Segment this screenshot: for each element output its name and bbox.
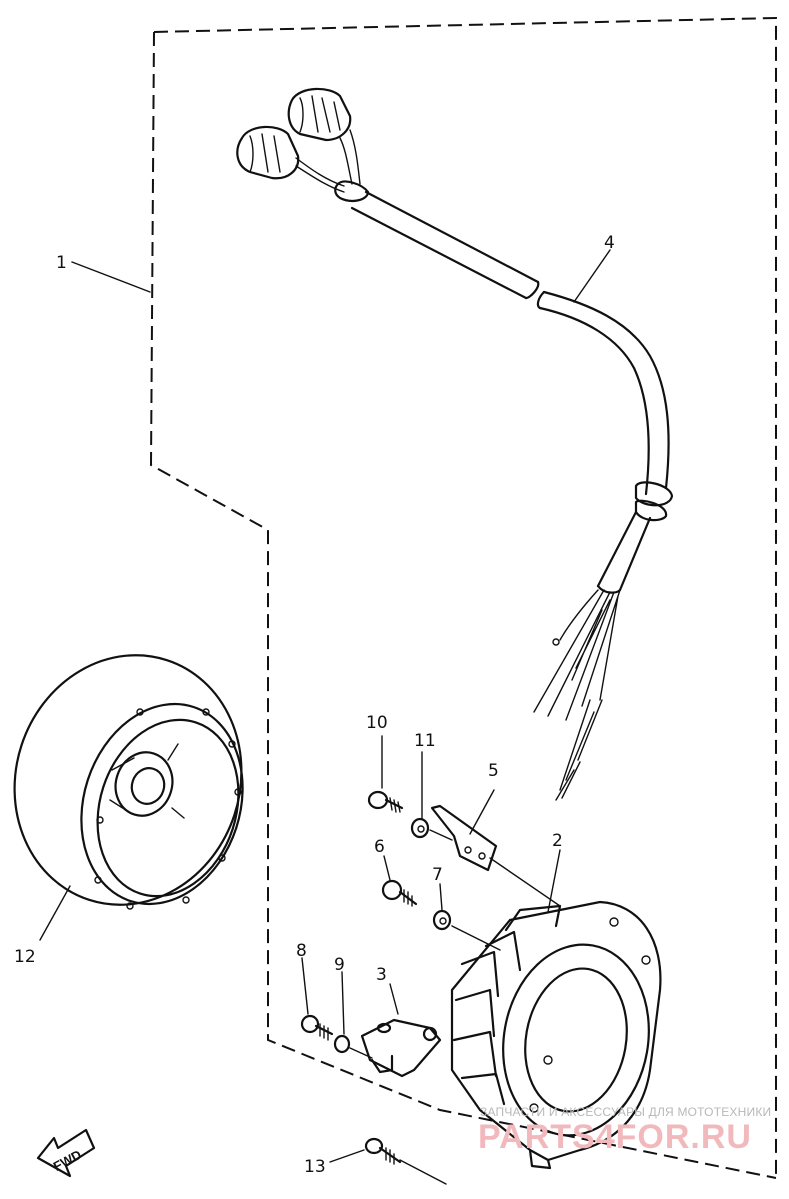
- callout-13: 13: [304, 1157, 326, 1177]
- callout-10: 10: [366, 713, 388, 733]
- callout-12: 12: [14, 947, 36, 967]
- callout-9: 9: [334, 955, 345, 975]
- washer-11: [410, 751, 453, 841]
- callout-2: 2: [552, 831, 563, 851]
- stator: [450, 849, 662, 1170]
- callout-6: 6: [374, 837, 385, 857]
- assembly-boundary: [149, 16, 777, 1179]
- callout-1: 1: [56, 253, 67, 273]
- screw-10: [367, 735, 404, 813]
- watermark-brand: PARTS4FOR.RU: [478, 1118, 752, 1156]
- wire-harness: [236, 87, 674, 801]
- watermark-tagline: ЗАПЧАСТИ И АКСЕССУАРЫ ДЛЯ МОТОТЕХНИКИ: [480, 1105, 771, 1119]
- screw-13: [329, 1137, 447, 1185]
- callout-4: 4: [604, 233, 615, 253]
- fwd-direction-marker: FWD: [36, 1128, 96, 1178]
- callout-11: 11: [414, 731, 436, 751]
- bracket: [430, 789, 561, 907]
- pickup-coil: [360, 983, 442, 1078]
- leader-1: [71, 261, 151, 293]
- washer-7: [432, 883, 501, 951]
- callout-7: 7: [432, 865, 443, 885]
- callout-5: 5: [488, 761, 499, 781]
- callout-8: 8: [296, 941, 307, 961]
- screw-6: [381, 855, 418, 907]
- flywheel-rotor: [13, 654, 244, 941]
- callout-3: 3: [376, 965, 387, 985]
- washer-9: [333, 971, 373, 1059]
- screw-8: [300, 957, 334, 1041]
